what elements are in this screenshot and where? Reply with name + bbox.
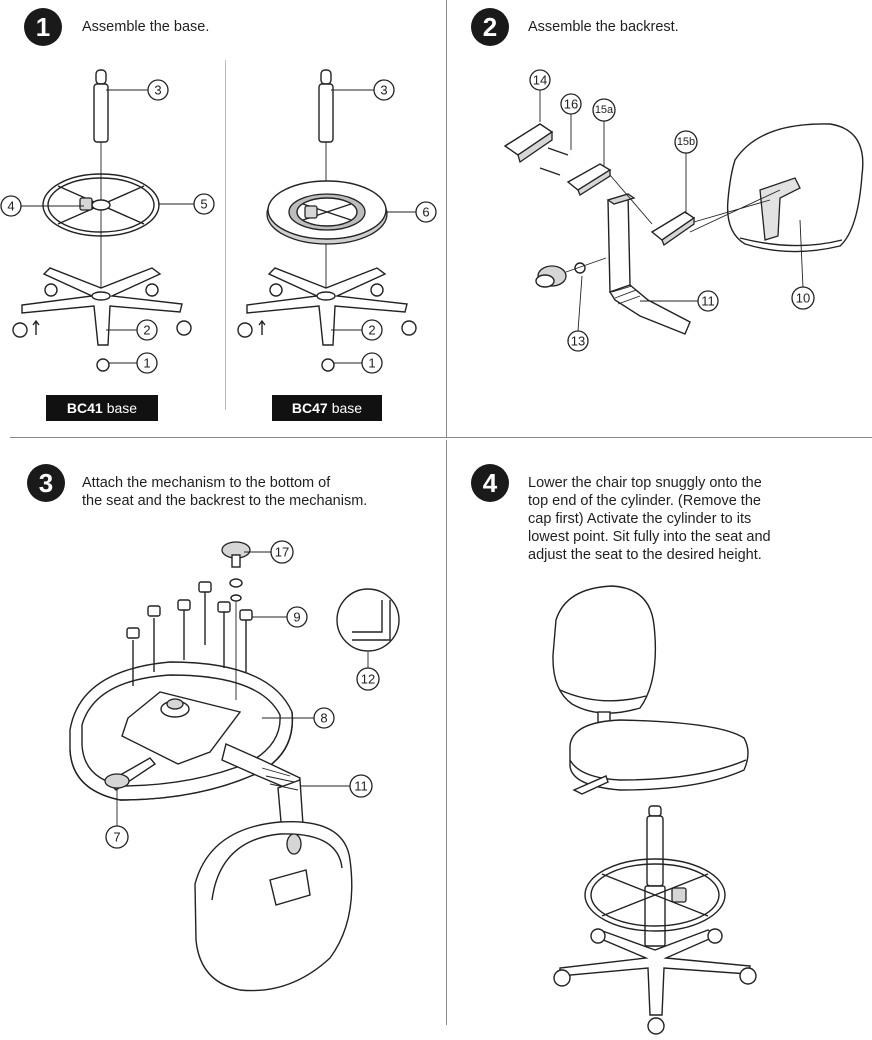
step-3-badge: 3 xyxy=(27,464,65,502)
callout-9: 9 xyxy=(286,606,308,628)
step-2-badge: 2 xyxy=(471,8,509,46)
bc41-model: BC41 xyxy=(66,400,103,416)
svg-text:2: 2 xyxy=(368,323,375,338)
svg-text:3: 3 xyxy=(380,83,387,98)
callout-13: 13 xyxy=(567,330,589,352)
bc47-model: BC47 xyxy=(291,400,328,416)
callout-8: 8 xyxy=(313,707,335,729)
horizontal-divider xyxy=(10,437,872,438)
callout-4: 4 xyxy=(0,195,22,217)
callout-15a: 15a xyxy=(592,98,616,122)
step-1-leaders xyxy=(20,89,416,364)
svg-text:8: 8 xyxy=(320,711,327,726)
bc41-base-drawing xyxy=(12,69,192,372)
svg-text:4: 4 xyxy=(7,199,14,214)
step-1-badge: 1 xyxy=(24,8,62,46)
bc41-suffix: base xyxy=(106,400,138,416)
backrest-assembly-drawing xyxy=(503,123,864,335)
svg-text:2: 2 xyxy=(143,323,150,338)
svg-text:14: 14 xyxy=(533,73,547,88)
callout-7: 7 xyxy=(105,825,129,849)
step-3-text: Attach the mechanism to the bottom of th… xyxy=(82,475,368,509)
step-3-leaders xyxy=(116,551,369,826)
svg-text:10: 10 xyxy=(796,291,810,306)
callout-2-left: 2 xyxy=(136,319,158,341)
callout-11-top: 11 xyxy=(697,290,719,312)
callout-10: 10 xyxy=(791,286,815,310)
part-callouts: 3 4 5 2 1 3 6 2 1 14 16 15a 15b 11 13 10… xyxy=(0,69,815,849)
callout-3-right: 3 xyxy=(373,79,395,101)
callout-11-bottom: 11 xyxy=(349,774,373,798)
callout-6: 6 xyxy=(415,201,437,223)
svg-text:7: 7 xyxy=(113,830,120,845)
step-2-text: Assemble the backrest. xyxy=(528,19,679,35)
bc47-suffix: base xyxy=(331,400,363,416)
svg-text:15a: 15a xyxy=(595,104,614,116)
svg-text:12: 12 xyxy=(361,672,375,687)
svg-text:1: 1 xyxy=(143,356,150,371)
svg-text:13: 13 xyxy=(571,334,585,349)
mechanism-assembly-drawing xyxy=(69,541,400,992)
svg-text:11: 11 xyxy=(701,294,715,309)
callout-1-left: 1 xyxy=(136,352,158,374)
svg-text:6: 6 xyxy=(422,205,429,220)
finished-chair-drawing xyxy=(552,585,757,1035)
svg-text:15b: 15b xyxy=(677,136,695,148)
svg-text:3: 3 xyxy=(154,83,161,98)
step-2-leaders xyxy=(539,90,804,332)
svg-text:16: 16 xyxy=(564,97,578,112)
callout-5: 5 xyxy=(193,193,215,215)
callout-12: 12 xyxy=(356,667,380,691)
callout-2-right: 2 xyxy=(361,319,383,341)
svg-text:1: 1 xyxy=(368,356,375,371)
callout-16: 16 xyxy=(560,93,582,115)
callout-3-left: 3 xyxy=(147,79,169,101)
callout-1-right: 1 xyxy=(361,352,383,374)
svg-text:17: 17 xyxy=(275,545,289,560)
base-separator xyxy=(225,60,226,410)
callout-14: 14 xyxy=(529,69,551,91)
step-4-badge: 4 xyxy=(471,464,509,502)
svg-text:9: 9 xyxy=(293,610,300,625)
callout-17: 17 xyxy=(270,540,294,564)
callout-15b: 15b xyxy=(674,130,698,154)
vertical-divider-bottom xyxy=(446,440,447,1025)
svg-text:5: 5 xyxy=(200,197,207,212)
svg-text:11: 11 xyxy=(354,779,368,794)
bc41-base-label: BC41 base xyxy=(46,395,158,421)
step-1-text: Assemble the base. xyxy=(82,19,210,35)
vertical-divider-top xyxy=(446,0,447,437)
bc47-base-label: BC47 base xyxy=(272,395,382,421)
bc47-base-drawing xyxy=(237,69,417,372)
step-4-text: Lower the chair top snuggly onto the top… xyxy=(528,475,771,563)
